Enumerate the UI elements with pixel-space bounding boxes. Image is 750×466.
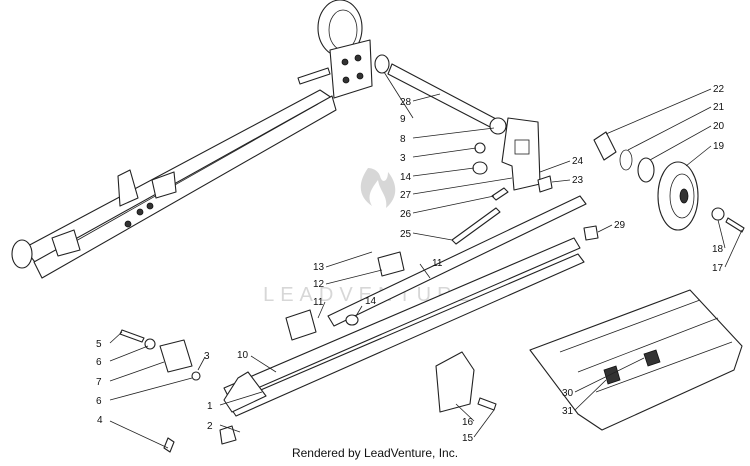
rear-axle-plate bbox=[329, 39, 373, 99]
bolt-17 bbox=[725, 217, 745, 233]
callout-19: 19 bbox=[713, 141, 725, 152]
plate-bolt bbox=[297, 67, 331, 85]
nut-3b bbox=[191, 371, 201, 381]
rail-slider-block bbox=[151, 171, 177, 199]
bracket-16 bbox=[435, 351, 475, 413]
bolt-23 bbox=[537, 175, 553, 193]
snap-ring-21 bbox=[619, 149, 633, 171]
washer-18 bbox=[711, 207, 725, 221]
bolt-29 bbox=[583, 225, 599, 241]
callout-12: 12 bbox=[313, 279, 325, 290]
callouts: 1 2 3 3 4 5 6 6 7 8 9 10 11 11 12 13 14 … bbox=[96, 71, 743, 449]
front-rail-block bbox=[51, 229, 81, 257]
callout-11-right: 11 bbox=[432, 258, 443, 269]
screw-4 bbox=[163, 437, 175, 453]
track-section bbox=[529, 289, 743, 431]
left-rail-assembly bbox=[11, 0, 373, 279]
wheel-7 bbox=[159, 339, 193, 373]
callout-26: 26 bbox=[400, 209, 412, 220]
callout-13: 13 bbox=[313, 262, 325, 273]
callout-3-upper: 3 bbox=[400, 153, 406, 164]
watermark-text: LEADVENTURE bbox=[263, 284, 477, 306]
idler-wheel-19 bbox=[657, 161, 699, 231]
callout-6-upper: 6 bbox=[96, 357, 102, 368]
bolt-5 bbox=[119, 329, 145, 343]
idler-wheel-assembly bbox=[583, 131, 745, 241]
nut-3 bbox=[474, 142, 486, 154]
washer-6 bbox=[144, 338, 156, 350]
callout-30: 30 bbox=[562, 388, 574, 399]
clip-30 bbox=[643, 349, 661, 367]
callout-21: 21 bbox=[713, 102, 725, 113]
callout-5: 5 bbox=[96, 339, 102, 350]
callout-10: 10 bbox=[237, 350, 249, 361]
slider-block-12b bbox=[377, 251, 405, 277]
callout-9: 9 bbox=[400, 114, 406, 125]
spacer-14b bbox=[345, 314, 359, 326]
bolt-25 bbox=[451, 207, 501, 245]
callout-31: 31 bbox=[562, 406, 574, 417]
watermark: LEADVENTURE bbox=[263, 168, 477, 306]
callout-8: 8 bbox=[400, 134, 406, 145]
footer-credit: Rendered by LeadVenture, Inc. bbox=[291, 446, 459, 460]
washer-8 bbox=[489, 117, 507, 135]
callout-11-left: 11 bbox=[313, 297, 324, 308]
track-belt bbox=[529, 289, 743, 431]
watermark-flame-icon bbox=[360, 168, 396, 208]
right-rail-assembly bbox=[119, 195, 587, 453]
spacer-14 bbox=[472, 161, 488, 175]
callout-6-lower: 6 bbox=[96, 396, 102, 407]
washer-9 bbox=[374, 54, 390, 74]
callout-14-upper: 14 bbox=[400, 172, 412, 183]
callout-24: 24 bbox=[572, 156, 584, 167]
callout-28: 28 bbox=[400, 97, 412, 108]
callout-1: 1 bbox=[207, 401, 213, 412]
bolt-15 bbox=[477, 397, 497, 411]
bushing-22 bbox=[593, 131, 617, 161]
callout-29: 29 bbox=[614, 220, 626, 231]
callout-27: 27 bbox=[400, 190, 412, 201]
right-rail-wear-strip bbox=[227, 253, 585, 417]
rail-bracket bbox=[117, 169, 139, 207]
callout-23: 23 bbox=[572, 175, 584, 186]
right-rail-upper-edge bbox=[327, 195, 587, 327]
rail-tip bbox=[219, 425, 237, 445]
callout-2: 2 bbox=[207, 421, 213, 432]
callout-4: 4 bbox=[97, 415, 103, 426]
bushing-26 bbox=[491, 187, 509, 201]
callout-3-lower: 3 bbox=[204, 351, 210, 362]
callout-25: 25 bbox=[400, 229, 412, 240]
callout-16: 16 bbox=[462, 417, 474, 428]
rail-front-curl bbox=[223, 371, 267, 413]
callout-18: 18 bbox=[712, 244, 724, 255]
callout-7: 7 bbox=[96, 377, 102, 388]
callout-15: 15 bbox=[462, 433, 474, 444]
slider-block-12a bbox=[285, 309, 317, 341]
clip-31 bbox=[603, 365, 621, 385]
callout-17: 17 bbox=[712, 263, 724, 274]
bearing-20 bbox=[637, 157, 655, 183]
callout-14-lower: 14 bbox=[365, 296, 377, 307]
callout-22: 22 bbox=[713, 84, 725, 95]
callout-20: 20 bbox=[713, 121, 725, 132]
left-rail-lower bbox=[33, 95, 337, 279]
front-rail-wheel bbox=[11, 239, 33, 269]
